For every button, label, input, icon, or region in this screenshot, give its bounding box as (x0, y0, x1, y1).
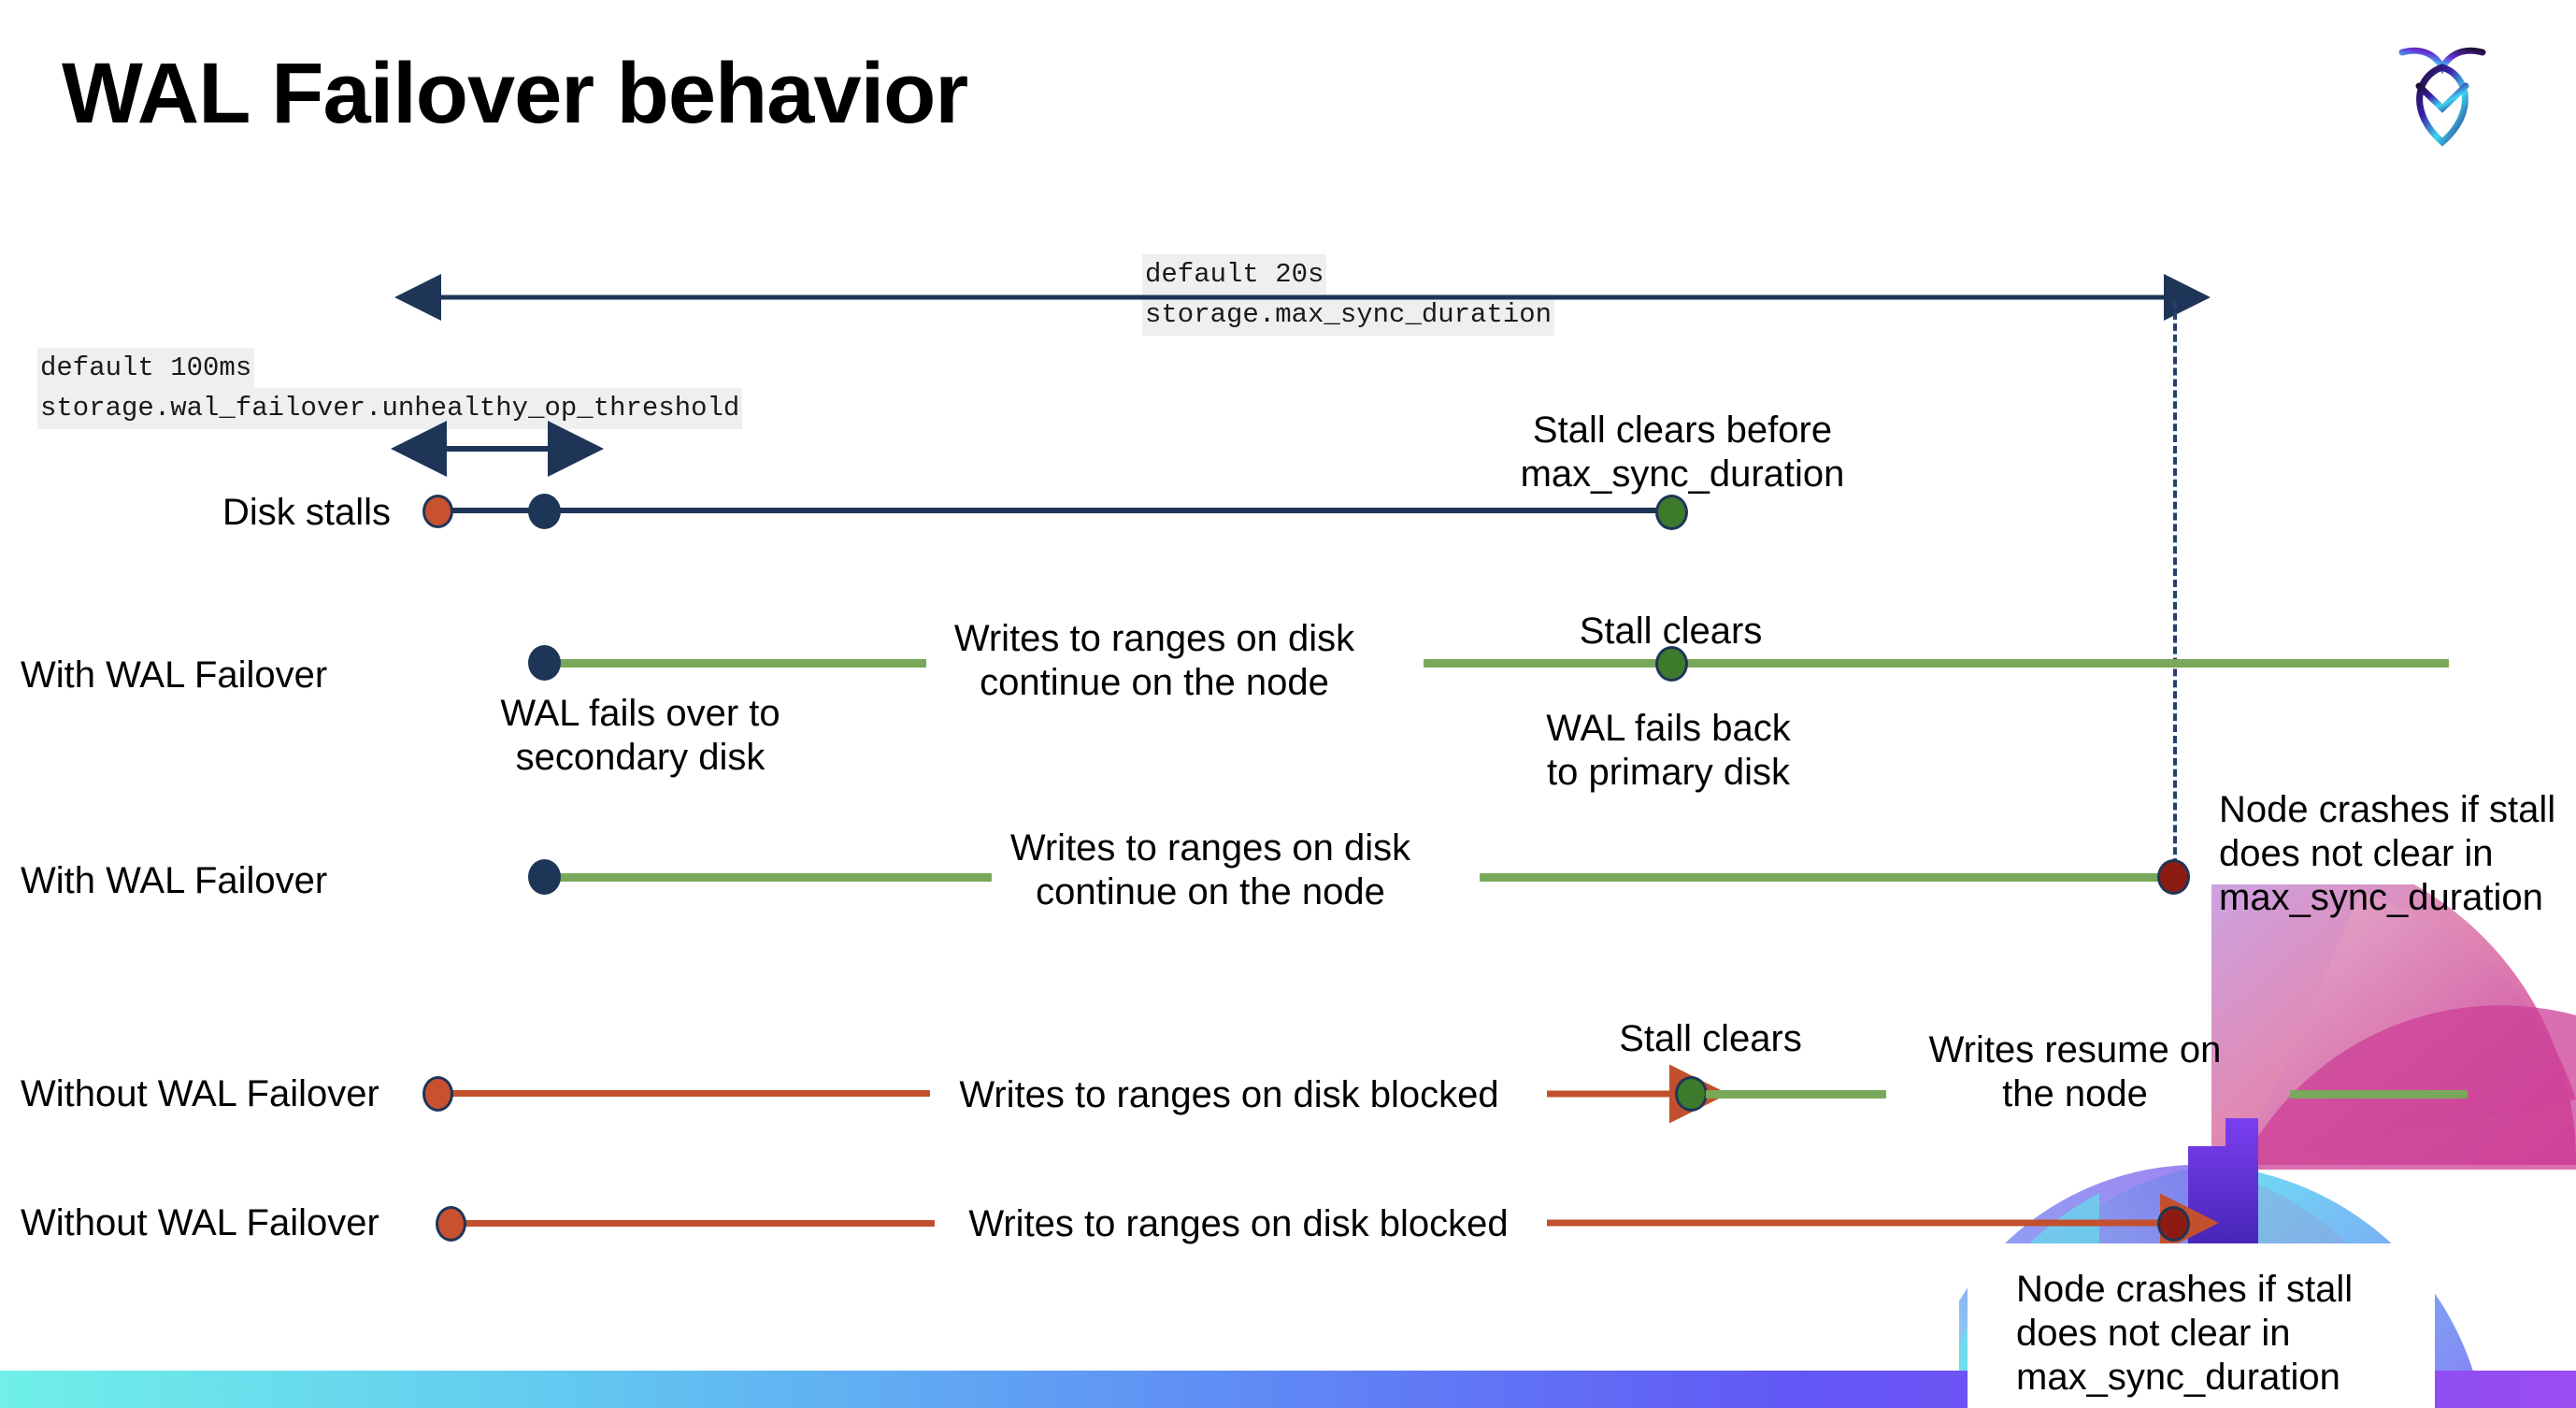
row4-segment-green (1706, 1090, 1886, 1099)
note-wal-fails-back: WAL fails back to primary disk (1510, 707, 1827, 795)
row5-stall-start-dot (436, 1206, 466, 1242)
page-title: WAL Failover behavior (62, 46, 968, 141)
note-writes-blocked-2: Writes to ranges on disk blocked (968, 1203, 1509, 1244)
row1-timeline-segment (436, 508, 1671, 513)
note-wal-fails-over: WAL fails over to secondary disk (486, 692, 794, 780)
row2-segment-right (1424, 659, 2449, 668)
row4-stall-clear-dot (1675, 1076, 1708, 1112)
note-line-1: WAL fails back (1546, 708, 1791, 749)
row1-failover-dot (528, 494, 561, 529)
row3-segment-right (1480, 873, 2173, 882)
note-line-1: Stall clears before (1532, 409, 1833, 451)
note-node-crashes-right: Node crashes if stall does not clear in … (2219, 788, 2574, 921)
row2-segment-left (545, 659, 926, 668)
note-line-2: max_sync_duration (1520, 453, 1845, 496)
note-line-2: continue on the node (1036, 871, 1385, 913)
row4-segment-red (439, 1090, 930, 1097)
row1-stall-clear-dot (1655, 495, 1688, 530)
row4-segment-green-far (2290, 1090, 2468, 1099)
unhealthy-threshold-setting-label: storage.wal_failover.unhealthy_op_thresh… (37, 388, 743, 430)
row2-failover-dot (528, 645, 561, 681)
row3-crash-dot (2157, 859, 2190, 895)
row-label-with-failover-2: With WAL Failover (21, 860, 328, 901)
row5-crash-dot (2157, 1206, 2190, 1242)
max-sync-default-label: default 20s (1142, 254, 1327, 296)
note-line-1: Node crashes if stall (2219, 789, 2556, 830)
note-line-2: does not clear in (2219, 833, 2494, 875)
note-line-1: Writes to ranges on disk (1009, 827, 1411, 869)
row-label-disk-stalls: Disk stalls (222, 492, 392, 533)
note-line-3: max_sync_duration (2219, 877, 2543, 919)
max-sync-drop-connector (2173, 301, 2177, 877)
row3-failover-dot (528, 859, 561, 895)
note-line-2: secondary disk (515, 737, 766, 779)
row5-segment-red (452, 1220, 935, 1227)
note-writes-resume: Writes resume on the node (1916, 1028, 2234, 1116)
note-writes-continue-a: Writes to ranges on disk continue on the… (944, 617, 1365, 705)
note-line-1: Writes resume on (1928, 1029, 2222, 1070)
note-line-3: max_sync_duration (2016, 1357, 2340, 1399)
note-writes-blocked-1: Writes to ranges on disk blocked (959, 1074, 1499, 1115)
max-sync-setting-label: storage.max_sync_duration (1142, 295, 1555, 337)
row3-segment-left (545, 873, 992, 882)
unhealthy-threshold-default-label: default 100ms (37, 348, 255, 390)
cockroachdb-logo (2382, 28, 2503, 150)
note-line-1: Node crashes if stall (2016, 1269, 2354, 1310)
row4-stall-start-dot (422, 1076, 453, 1112)
note-node-crashes-box: Node crashes if stall does not clear in … (1968, 1243, 2427, 1401)
note-writes-continue-b: Writes to ranges on disk continue on the… (1000, 826, 1421, 914)
row-label-with-failover-1: With WAL Failover (21, 654, 328, 696)
note-line-1: Writes to ranges on disk (953, 618, 1355, 659)
note-line-1: WAL fails over to (500, 693, 780, 734)
node-crash-callout-box: Node crashes if stall does not clear in … (1968, 1243, 2435, 1408)
note-line-2: continue on the node (980, 662, 1329, 704)
note-stall-clears-before: Stall clears before max_sync_duration (1514, 409, 1851, 496)
note-stall-clears-2: Stall clears (1619, 1018, 1802, 1059)
note-line-2: the node (2002, 1073, 2148, 1115)
note-line-2: to primary disk (1546, 752, 1791, 794)
note-stall-clears-1: Stall clears (1579, 611, 1763, 652)
row-label-without-failover-2: Without WAL Failover (21, 1202, 379, 1243)
row-label-without-failover-1: Without WAL Failover (21, 1073, 379, 1114)
note-line-2: does not clear in (2016, 1313, 2291, 1355)
row1-stall-start-dot (422, 495, 453, 528)
row2-stall-clear-dot (1655, 646, 1688, 682)
